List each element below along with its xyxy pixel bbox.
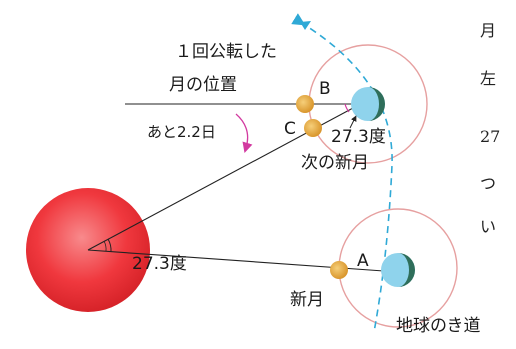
label-remaining-days: あと2.2日	[147, 123, 216, 141]
moon-a	[330, 261, 348, 279]
label-earth-orbit: 地球のき道	[396, 316, 481, 336]
earth-upper	[351, 87, 385, 121]
label-next-new-moon: 次の新月	[301, 153, 369, 173]
side-text-line5: い	[480, 217, 497, 236]
earth-orbit-path	[291, 13, 393, 333]
sun-to-earth-upper-line	[87, 99, 369, 251]
label-point-c: C	[284, 119, 296, 139]
side-text-line4: つ	[480, 174, 497, 193]
label-angle-at-earth: 27.3度	[331, 127, 386, 147]
label-new-moon: 新月	[290, 290, 324, 310]
label-point-b: B	[319, 79, 331, 99]
angle-arc-earth	[344, 103, 350, 113]
moon-c	[304, 119, 322, 137]
side-text-line1: 月	[480, 21, 497, 40]
label-point-a: A	[357, 251, 369, 271]
side-text-line3: 27	[480, 127, 501, 146]
earth-lower	[381, 253, 415, 287]
earth-orbit-arrow-head	[300, 21, 311, 30]
moon-b	[296, 95, 314, 113]
label-one-revolution-line1: １回公転した	[175, 42, 277, 62]
angle-pointer-arrow	[349, 115, 357, 129]
label-angle-at-sun: 27.3度	[132, 254, 187, 274]
label-one-revolution-line2: 月の位置	[169, 75, 237, 95]
angle-arc-sun-inner	[103, 240, 107, 252]
angle-arc-sun	[107, 238, 112, 253]
remaining-days-arrow	[235, 113, 253, 153]
side-text-line2: 左	[480, 69, 497, 88]
